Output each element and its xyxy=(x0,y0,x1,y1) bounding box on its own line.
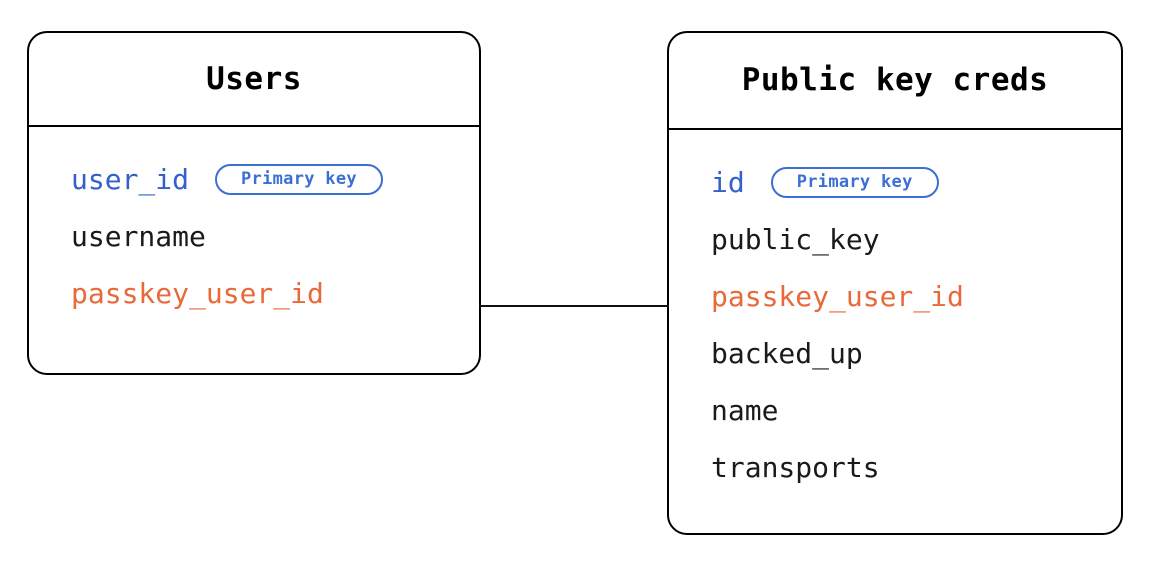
field-name-id: id xyxy=(711,165,745,199)
primary-key-badge-label: Primary key xyxy=(241,169,357,189)
relationship-line-users-to-public-key-creds[interactable] xyxy=(479,305,669,307)
field-name-name: name xyxy=(711,393,779,427)
field-name-username: username xyxy=(71,219,206,253)
field-name-passkey-user-id-users: passkey_user_id xyxy=(71,276,324,310)
field-name-public-key: public_key xyxy=(711,222,880,256)
primary-key-badge-public-key-creds: Primary key xyxy=(770,167,939,198)
entity-title-public-key-creds: Public key creds xyxy=(741,62,1049,98)
field-row-username[interactable]: username xyxy=(29,208,479,265)
field-name-transports: transports xyxy=(711,450,880,484)
entity-field-list-users: user_id Primary key username passkey_use… xyxy=(29,127,479,332)
field-row-passkey-user-id-users[interactable]: passkey_user_id xyxy=(29,265,479,322)
entity-field-list-public-key-creds: id Primary key public_key passkey_user_i… xyxy=(669,130,1121,506)
field-name-user-id: user_id xyxy=(71,162,190,196)
field-row-id[interactable]: id Primary key xyxy=(669,154,1121,211)
field-row-passkey-user-id-creds[interactable]: passkey_user_id xyxy=(669,268,1121,325)
primary-key-badge-label: Primary key xyxy=(796,172,913,192)
field-row-user-id[interactable]: user_id Primary key xyxy=(29,151,479,208)
entity-header-public-key-creds: Public key creds xyxy=(669,33,1121,130)
field-row-public-key[interactable]: public_key xyxy=(669,211,1121,268)
entity-header-users: Users xyxy=(29,33,479,127)
field-row-name[interactable]: name xyxy=(669,382,1121,439)
entity-card-public-key-creds[interactable]: Public key creds id Primary key public_k… xyxy=(667,31,1123,535)
field-name-passkey-user-id-creds: passkey_user_id xyxy=(711,279,964,313)
primary-key-badge-users: Primary key xyxy=(215,164,383,195)
field-row-transports[interactable]: transports xyxy=(669,439,1121,496)
field-row-backed-up[interactable]: backed_up xyxy=(669,325,1121,382)
entity-title-users: Users xyxy=(206,60,302,97)
entity-card-users[interactable]: Users user_id Primary key username passk… xyxy=(27,31,481,375)
field-name-backed-up: backed_up xyxy=(711,336,863,370)
